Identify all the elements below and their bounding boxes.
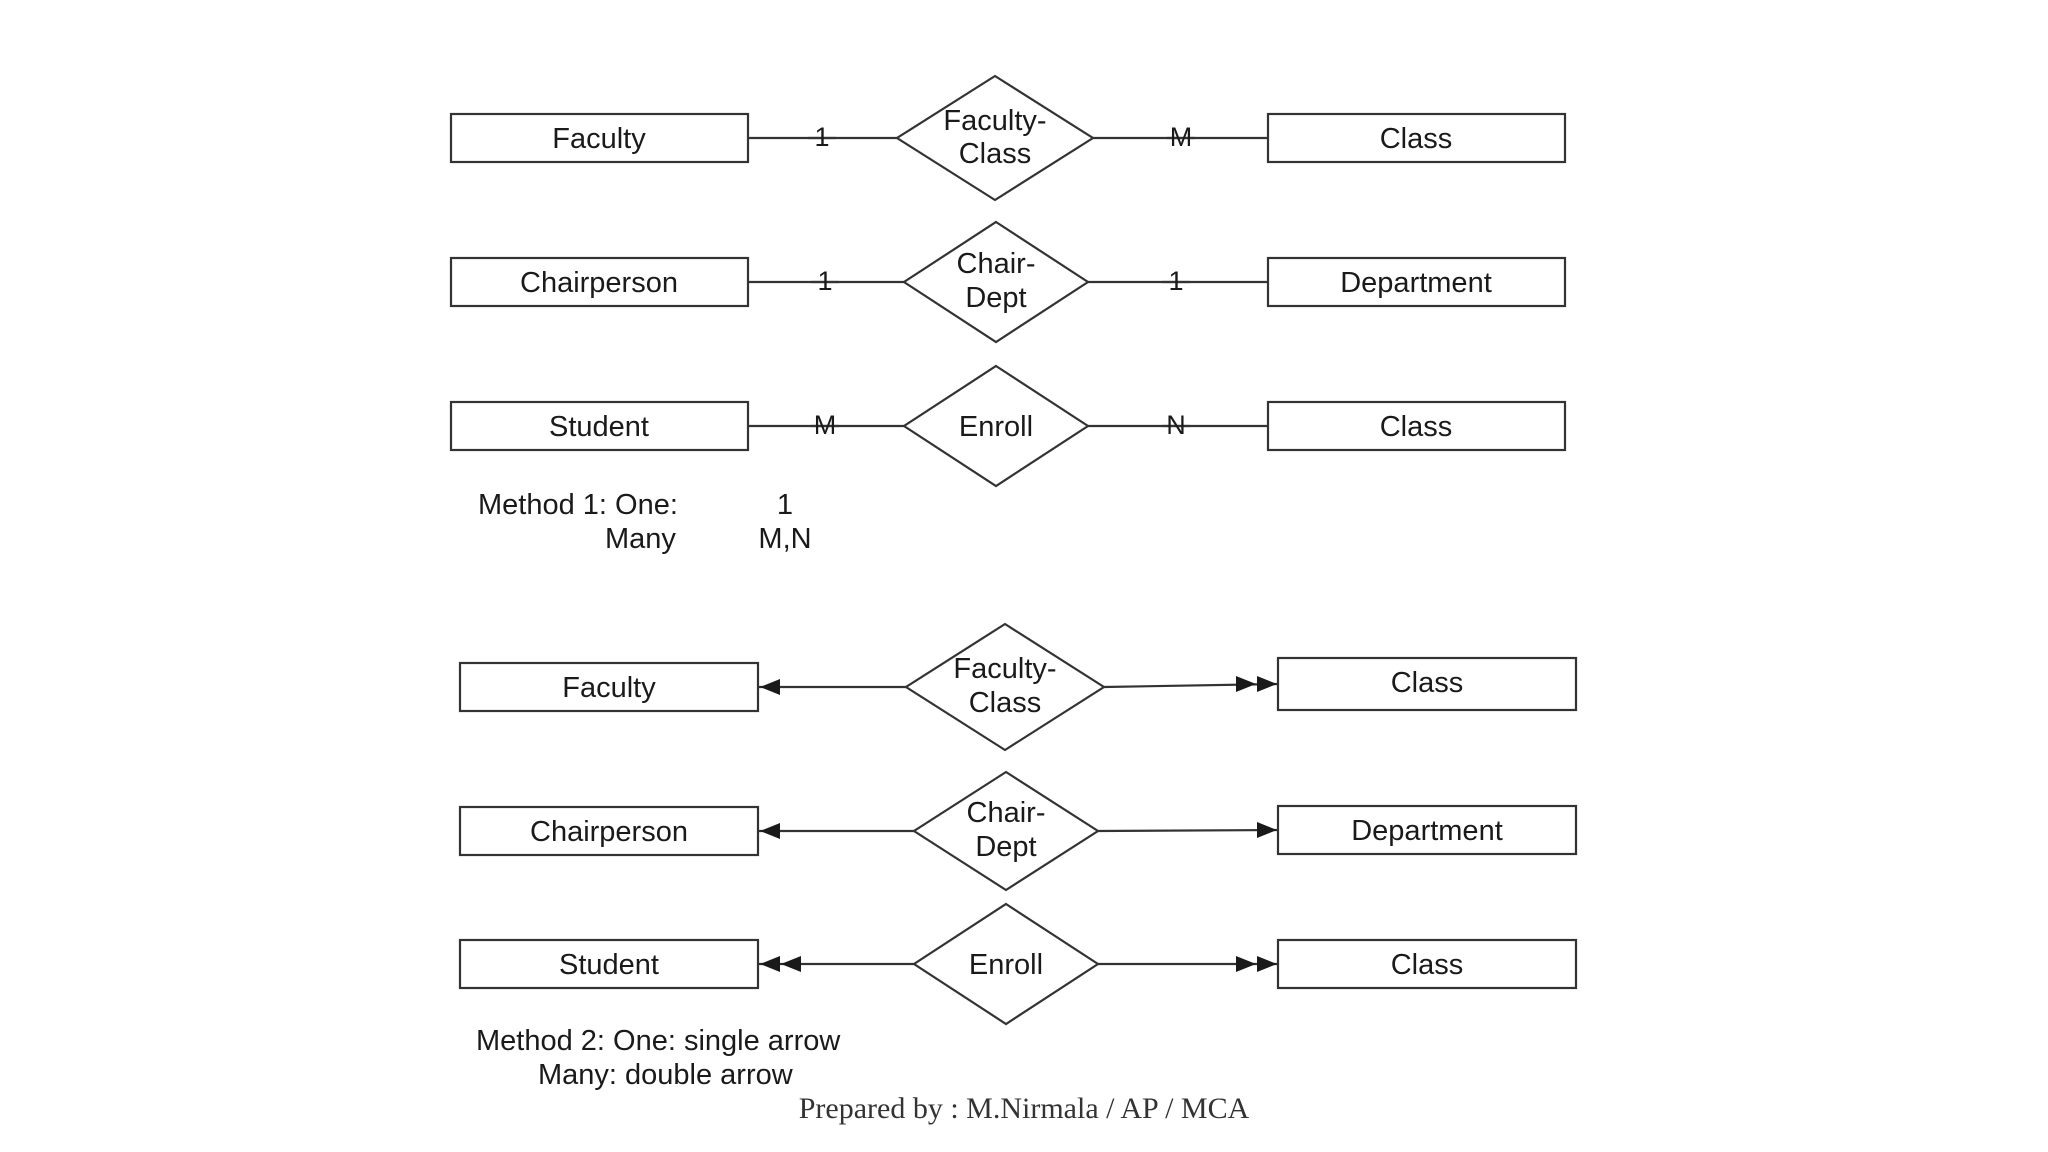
m1-entity-faculty xyxy=(449,112,750,164)
m2-entity-student xyxy=(458,938,760,990)
m2-relationship-enroll xyxy=(911,902,1101,1026)
m1-row-student-class: Student Enroll Class M N xyxy=(449,364,1567,488)
m1-cardinality-right: M xyxy=(1170,122,1193,152)
m2-double-arrow-right-1 xyxy=(1236,676,1256,692)
m1-rel-label-line2: Class xyxy=(959,138,1032,170)
m2-single-arrow-left xyxy=(760,679,780,695)
m1-entity-department-label: Department xyxy=(1340,267,1492,299)
m2-rel-label-line1: Enroll xyxy=(969,949,1043,981)
m2-legend-line2: Many: double arrow xyxy=(538,1059,794,1091)
footer-credit: Prepared by : M.Nirmala / AP / MCA xyxy=(798,1092,1250,1125)
m1-row-faculty-class: Faculty Faculty- Class Class 1 M xyxy=(449,74,1567,202)
m1-entity-class xyxy=(1266,400,1567,452)
m2-double-arrow-left-1 xyxy=(760,956,780,972)
m1-legend-line2-label: Many xyxy=(605,523,676,555)
m2-entity-department xyxy=(1276,804,1578,856)
m1-rel-label-line2: Dept xyxy=(965,282,1026,314)
m2-row-faculty-class: Faculty Faculty- Class Class xyxy=(458,622,1578,752)
m2-double-arrow-left-2 xyxy=(781,956,801,972)
m2-single-arrow-left xyxy=(760,823,780,839)
m2-double-arrow-right-2 xyxy=(1257,956,1277,972)
m1-entity-department xyxy=(1266,256,1567,308)
m2-relationship-faculty-class xyxy=(903,622,1107,752)
m2-legend: Method 2: One: single arrow Many: double… xyxy=(476,1025,841,1091)
m2-entity-class-label: Class xyxy=(1391,667,1464,699)
m2-rel-label-line1: Chair- xyxy=(967,797,1046,829)
m1-entity-class xyxy=(1266,112,1567,164)
m1-entity-class-label: Class xyxy=(1380,411,1453,443)
m2-entity-faculty-label: Faculty xyxy=(562,672,656,704)
m1-legend-line1-value: 1 xyxy=(777,489,793,521)
m1-legend: Method 1: One: 1 Many M,N xyxy=(478,489,812,555)
m1-legend-line1-label: Method 1: One: xyxy=(478,489,678,521)
m2-rel-label-line1: Faculty- xyxy=(953,653,1056,685)
m1-relationship-enroll xyxy=(901,364,1091,488)
m1-cardinality-right: 1 xyxy=(1168,266,1183,296)
m2-row-student-class: Student Enroll Class xyxy=(458,902,1578,1026)
m2-entity-class xyxy=(1276,656,1578,712)
m2-entity-department-label: Department xyxy=(1351,815,1503,847)
m1-rel-label-line1: Chair- xyxy=(957,248,1036,280)
m2-double-arrow-right-2 xyxy=(1257,676,1277,692)
m2-single-arrow-right xyxy=(1257,822,1277,838)
m2-legend-line1: Method 2: One: single arrow xyxy=(476,1025,841,1057)
m2-entity-chairperson-label: Chairperson xyxy=(530,816,688,848)
m1-relationship-chair-dept xyxy=(901,220,1091,344)
m1-entity-student-label: Student xyxy=(549,411,649,443)
m2-rel-label-line2: Dept xyxy=(975,831,1036,863)
m2-relationship-chair-dept xyxy=(911,770,1101,892)
m1-legend-line2-value: M,N xyxy=(758,523,811,555)
m1-entity-chairperson-label: Chairperson xyxy=(520,267,678,299)
m1-entity-chairperson xyxy=(449,256,750,308)
m2-entity-class-label: Class xyxy=(1391,949,1464,981)
m1-cardinality-right: N xyxy=(1166,410,1186,440)
m1-cardinality-left: M xyxy=(814,410,837,440)
m1-row-chairperson-department: Chairperson Chair- Dept Department 1 1 xyxy=(449,220,1567,344)
m2-entity-class xyxy=(1276,938,1578,990)
m1-cardinality-left: 1 xyxy=(814,122,829,152)
m1-rel-label-line1: Enroll xyxy=(959,411,1033,443)
m2-entity-chairperson xyxy=(458,805,760,857)
m1-entity-class-label: Class xyxy=(1380,123,1453,155)
m1-relationship-faculty-class xyxy=(894,74,1096,202)
m2-rel-label-line2: Class xyxy=(969,687,1042,719)
m2-entity-student-label: Student xyxy=(559,949,659,981)
m2-double-arrow-right-1 xyxy=(1236,956,1256,972)
m1-cardinality-left: 1 xyxy=(817,266,832,296)
m1-entity-faculty-label: Faculty xyxy=(552,123,646,155)
m2-row-chairperson-department: Chairperson Chair- Dept Department xyxy=(458,770,1578,892)
m1-rel-label-line1: Faculty- xyxy=(943,105,1046,137)
m1-entity-student xyxy=(449,400,750,452)
m2-entity-faculty xyxy=(458,661,760,713)
